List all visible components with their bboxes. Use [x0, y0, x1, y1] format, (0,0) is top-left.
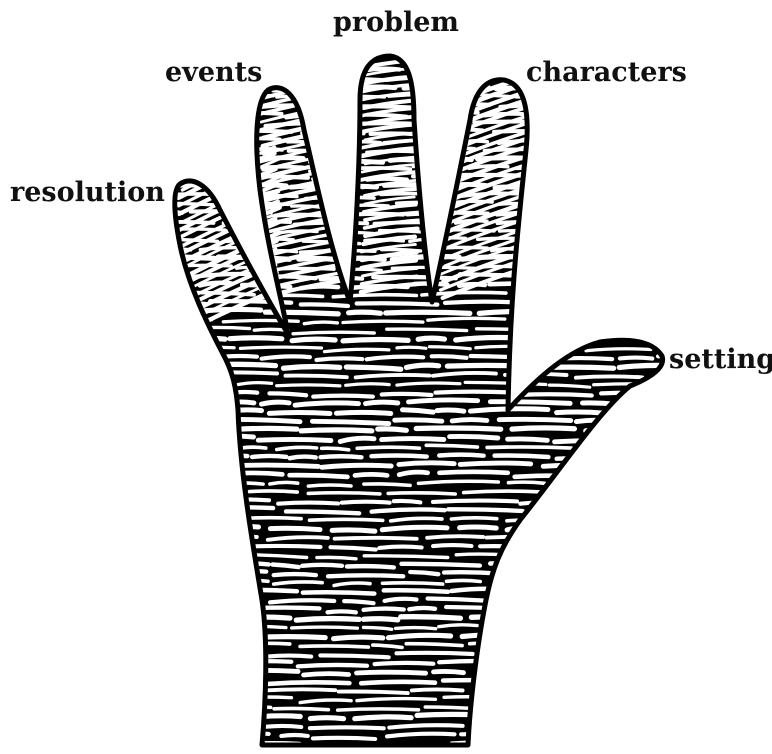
engraving-line — [150, 138, 700, 143]
engraving-line — [150, 193, 700, 198]
finger-engraving-line — [444, 52, 528, 82]
engraving-line — [150, 130, 700, 136]
engraving-line — [150, 175, 700, 180]
engraving-line — [150, 201, 700, 207]
label-setting: setting — [669, 345, 772, 375]
engraving-line — [150, 121, 700, 126]
engraving-line — [150, 184, 700, 188]
engraving-line — [150, 103, 700, 108]
engraving-line — [150, 670, 700, 675]
engraving-line — [150, 112, 700, 117]
engraving-line — [150, 94, 700, 99]
engraving-line — [150, 148, 700, 153]
engraving-line — [150, 454, 700, 459]
engraving-line — [150, 156, 700, 162]
label-events: events — [165, 58, 262, 88]
engraving-line — [150, 436, 699, 442]
engraving-line — [150, 428, 700, 431]
label-resolution: resolution — [10, 178, 165, 208]
engraving-line — [150, 409, 700, 414]
label-characters: characters — [526, 58, 687, 88]
label-problem: problem — [333, 8, 459, 38]
engraving-line — [150, 165, 700, 171]
